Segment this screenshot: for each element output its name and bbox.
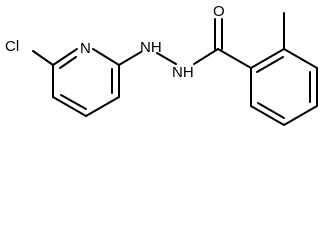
molecule-structure: Cl N NH NH O xyxy=(5,3,318,126)
chlorine-label: Cl xyxy=(5,38,19,55)
bond-n1-c6-inner xyxy=(59,56,77,69)
bond-n1-c2 xyxy=(92,48,120,66)
bond-n1-c6 xyxy=(52,48,78,66)
hydrazine-nh-label-1: NH xyxy=(140,39,162,56)
bond-c6-cl xyxy=(32,50,54,66)
carbonyl-oxygen-label: O xyxy=(213,3,225,20)
bond-b4-b5 xyxy=(283,105,318,126)
hydrazine-nh-label-2: NH xyxy=(172,64,194,81)
pyridine-ring xyxy=(32,48,120,117)
bond-c2-nh xyxy=(118,51,142,66)
bond-nh-carbonyl xyxy=(193,48,219,65)
bond-c5-c4 xyxy=(52,96,87,117)
bond-b1-b2 xyxy=(250,48,285,69)
bond-b5-b6 xyxy=(250,105,285,126)
benzene-ring xyxy=(250,12,318,126)
pyridine-nitrogen-label: N xyxy=(80,40,91,57)
bond-nh-nh xyxy=(156,52,177,65)
bond-carbonyl-ring xyxy=(217,48,252,69)
bond-b1-b2-inner xyxy=(256,56,284,73)
hydrazide-linker xyxy=(118,18,252,69)
bond-b2-b3 xyxy=(283,48,318,69)
bond-c4-c3 xyxy=(85,96,120,117)
bond-c5-c4-inner xyxy=(60,94,87,110)
bond-b5-b6-inner xyxy=(257,102,285,119)
